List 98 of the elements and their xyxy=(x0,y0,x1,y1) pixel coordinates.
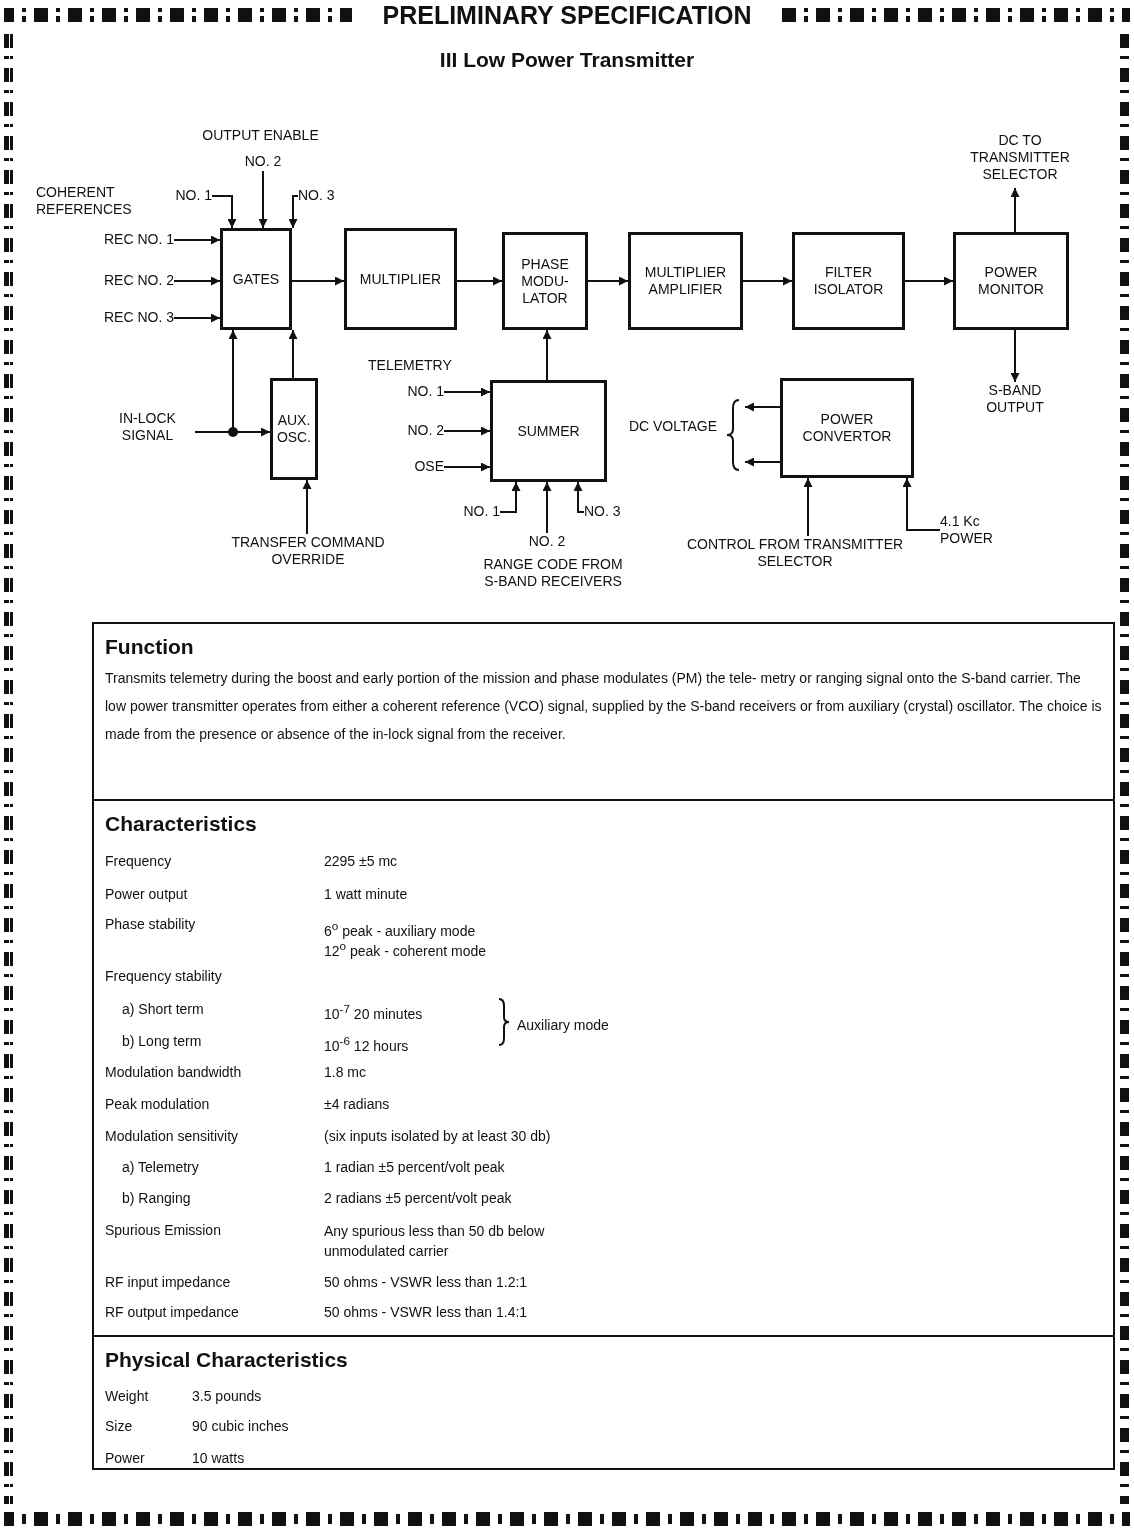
spec-value: 90 cubic inches xyxy=(192,1417,289,1435)
signal-label: DC VOLTAGE xyxy=(628,418,718,435)
function-block: POWER MONITOR xyxy=(953,232,1069,330)
signal-label: 4.1 Kc POWER xyxy=(940,513,1022,553)
spec-label: Modulation sensitivity xyxy=(105,1127,239,1145)
spec-value: 50 ohms - VSWR less than 1.4:1 xyxy=(324,1303,528,1321)
signal-label: NO. 3 xyxy=(584,503,650,521)
arrow xyxy=(302,479,312,535)
group-label: TELEMETRY xyxy=(368,357,453,375)
spec-value: 2 radians ±5 percent/volt peak xyxy=(324,1189,512,1207)
page-title: III Low Power Transmitter xyxy=(438,48,696,73)
function-block: MULTIPLIER xyxy=(344,228,457,330)
signal-label: NO. 2 xyxy=(234,153,292,171)
section-heading: Characteristics xyxy=(105,811,257,837)
arrow xyxy=(499,481,521,513)
spec-label: b) Ranging xyxy=(122,1189,191,1207)
function-block: AUX. OSC. xyxy=(270,378,318,480)
signal-label: NO. 3 xyxy=(298,187,362,205)
signal-label: NO. 1 xyxy=(380,383,444,401)
spec-label: RF output impedance xyxy=(105,1303,239,1321)
signal-label: DC TO TRANSMITTER SELECTOR xyxy=(955,132,1085,188)
arrow xyxy=(443,387,491,397)
signal-label: TRANSFER COMMAND OVERRIDE xyxy=(196,534,420,574)
spec-note: Auxiliary mode xyxy=(517,1016,609,1034)
group-label: OUTPUT ENABLE xyxy=(201,127,320,145)
function-block: POWER CONVERTOR xyxy=(780,378,914,478)
spec-label: RF input impedance xyxy=(105,1273,231,1291)
signal-label: NO. 1 xyxy=(150,187,212,205)
arrow xyxy=(211,195,237,229)
spec-value: 10$^{-7}$ 20 minutes xyxy=(324,1001,423,1023)
arrow xyxy=(1010,187,1020,233)
input-label: RANGE CODE FROM S-BAND RECEIVERS xyxy=(482,556,624,591)
signal-label: OSE xyxy=(390,458,444,476)
section-heading: Function xyxy=(105,634,194,660)
spec-value: 1 radian ±5 percent/volt peak xyxy=(324,1158,505,1176)
spec-value: 3.5 pounds xyxy=(192,1387,262,1405)
arrow xyxy=(742,276,793,286)
spec-label: a) Telemetry xyxy=(122,1158,199,1176)
spec-label: Size xyxy=(105,1417,133,1435)
arrow xyxy=(542,329,552,381)
arrow xyxy=(291,276,345,286)
spec-value: 6$^{o}$ peak - auxiliary mode xyxy=(324,918,476,940)
spec-label: Peak modulation xyxy=(105,1095,210,1113)
spec-value: 2295 ±5 mc xyxy=(324,852,398,870)
spec-label: b) Long term xyxy=(122,1032,202,1050)
spec-value: (six inputs isolated by at least 30 db) xyxy=(324,1127,551,1145)
arrow xyxy=(573,481,585,513)
arrow xyxy=(744,402,781,412)
arrow xyxy=(542,481,552,534)
signal-label: NO. 2 xyxy=(380,422,444,440)
spec-value: Any spurious less than 50 db below unmodulated carrier xyxy=(324,1222,546,1261)
spec-value: 10$^{-6}$ 12 hours xyxy=(324,1033,409,1055)
signal-label: S-BAND OUTPUT xyxy=(968,382,1062,422)
arrow xyxy=(288,329,298,379)
description-paragraph: Transmits telemetry during the boost and early portion of the mission and phase modulates (PM) the tele- metry or ranging signal onto the S-band carrier. The low power transmitter operates from either a coherent reference (VCO) signal, supplied by the S-band receivers or from auxiliary (crystal) oscillator. The choice is made from the presence or absence of the in-lock signal from the receiver. xyxy=(105,669,1103,744)
spec-label: Power xyxy=(105,1449,145,1467)
spec-label: a) Short term xyxy=(122,1000,204,1018)
function-block: MULTIPLIER AMPLIFIER xyxy=(628,232,743,330)
spec-value: ±4 radians xyxy=(324,1095,390,1113)
group-label: COHERENT REFERENCES xyxy=(36,184,133,219)
spec-label: Spurious Emission xyxy=(105,1221,221,1239)
arrow xyxy=(587,276,629,286)
arrow xyxy=(902,477,941,531)
signal-label: CONTROL FROM TRANSMITTER SELECTOR xyxy=(682,536,908,576)
arrow xyxy=(443,462,491,472)
function-block: SUMMER xyxy=(490,380,607,482)
function-block: PHASE MODU- LATOR xyxy=(502,232,588,330)
arrow xyxy=(803,477,813,537)
spec-value: 50 ohms - VSWR less than 1.2:1 xyxy=(324,1273,528,1291)
arrow xyxy=(173,235,221,245)
arrow xyxy=(173,276,221,286)
section-heading: Physical Characteristics xyxy=(105,1347,348,1373)
arrow xyxy=(258,170,268,229)
spec-label: Weight xyxy=(105,1387,149,1405)
function-block: FILTER ISOLATOR xyxy=(792,232,905,330)
arrow xyxy=(288,195,299,229)
arrow xyxy=(1010,329,1020,383)
signal-label: NO. 1 xyxy=(438,503,500,521)
spec-label: Phase stability xyxy=(105,915,196,933)
signal-label: REC NO. 2 xyxy=(66,272,174,290)
function-block: GATES xyxy=(220,228,292,330)
signal-label: IN-LOCK SIGNAL xyxy=(100,410,195,450)
spec-value: 12$^{o}$ peak - coherent mode xyxy=(324,939,487,960)
signal-label: REC NO. 3 xyxy=(66,309,174,327)
spec-value: 1 watt minute xyxy=(324,885,408,903)
spec-label: Modulation bandwidth xyxy=(105,1063,242,1081)
spec-label: Frequency stability xyxy=(105,967,222,985)
arrow xyxy=(744,457,781,467)
spec-value: 10 watts xyxy=(192,1449,245,1467)
signal-label: REC NO. 1 xyxy=(66,231,174,249)
arrow xyxy=(904,276,954,286)
spec-value: 1.8 mc xyxy=(324,1063,366,1081)
spec-label: Power output xyxy=(105,885,188,903)
signal-label: NO. 2 xyxy=(518,533,576,551)
spec-label: Frequency xyxy=(105,852,172,870)
arrow xyxy=(443,426,491,436)
arrow xyxy=(456,276,503,286)
arrow xyxy=(173,313,221,323)
